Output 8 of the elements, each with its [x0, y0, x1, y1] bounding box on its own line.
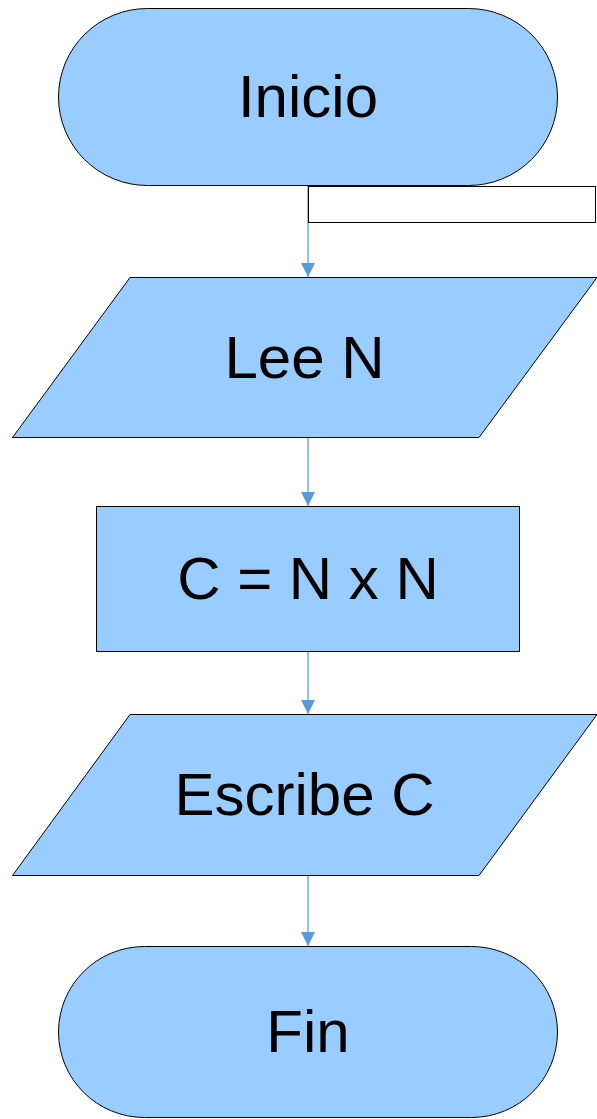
- node-label: Lee N: [224, 324, 385, 391]
- node-label: Fin: [266, 999, 350, 1065]
- node-label: Escribe C: [174, 762, 435, 828]
- arrow: [301, 437, 315, 507]
- node-label: Inicio: [237, 64, 379, 130]
- arrow: [301, 651, 315, 715]
- arrow: [301, 875, 315, 947]
- node-label: C = N x N: [177, 546, 439, 612]
